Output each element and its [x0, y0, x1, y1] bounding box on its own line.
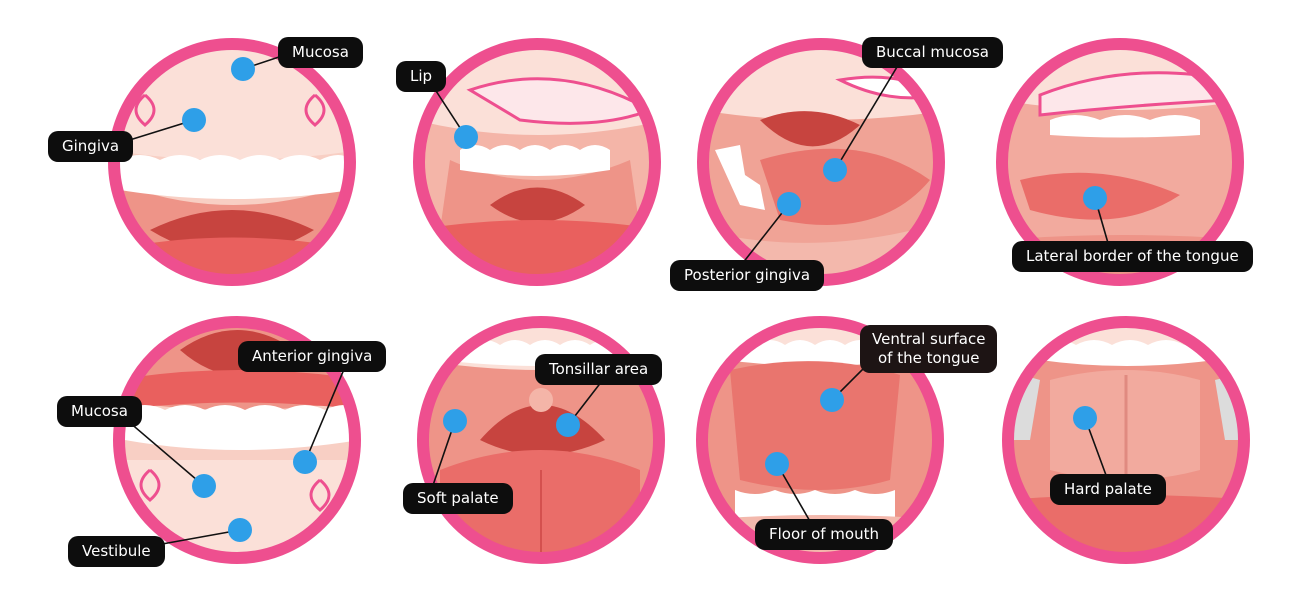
label-lip: Lip: [396, 61, 447, 92]
marker-soft-palate: [443, 409, 467, 433]
label-hard-palate: Hard palate: [1050, 474, 1166, 505]
marker-lateral-border: [1083, 186, 1107, 210]
marker-lip: [454, 125, 478, 149]
marker-floor-of-mouth: [765, 452, 789, 476]
marker-buccal-mucosa: [823, 158, 847, 182]
label-mucosa-lower: Mucosa: [57, 396, 142, 427]
marker-mucosa-lower: [192, 474, 216, 498]
marker-tonsillar-area: [556, 413, 580, 437]
marker-anterior-gingiva: [293, 450, 317, 474]
label-ventral-surface: Ventral surface of the tongue: [860, 325, 998, 373]
markers: [182, 57, 1107, 542]
marker-gingiva: [182, 108, 206, 132]
marker-hard-palate: [1073, 406, 1097, 430]
marker-mucosa-upper: [231, 57, 255, 81]
marker-vestibule: [228, 518, 252, 542]
label-soft-palate: Soft palate: [403, 483, 513, 514]
panel-upper-lip-view: [108, 38, 356, 286]
label-mucosa-upper: Mucosa: [278, 37, 363, 68]
label-lateral-border: Lateral border of the tongue: [1012, 241, 1253, 272]
panel-lip-view: [413, 38, 661, 286]
label-vestibule: Vestibule: [68, 536, 165, 567]
label-anterior-gingiva: Anterior gingiva: [238, 341, 387, 372]
marker-posterior-gingiva: [777, 192, 801, 216]
marker-ventral-surface: [820, 388, 844, 412]
label-gingiva: Gingiva: [48, 131, 134, 162]
label-tonsillar-area: Tonsillar area: [535, 354, 663, 385]
panel-palate-view: [1002, 316, 1250, 564]
label-floor-of-mouth: Floor of mouth: [755, 519, 893, 550]
label-posterior-gingiva: Posterior gingiva: [670, 260, 825, 291]
label-buccal-mucosa: Buccal mucosa: [862, 37, 1003, 68]
